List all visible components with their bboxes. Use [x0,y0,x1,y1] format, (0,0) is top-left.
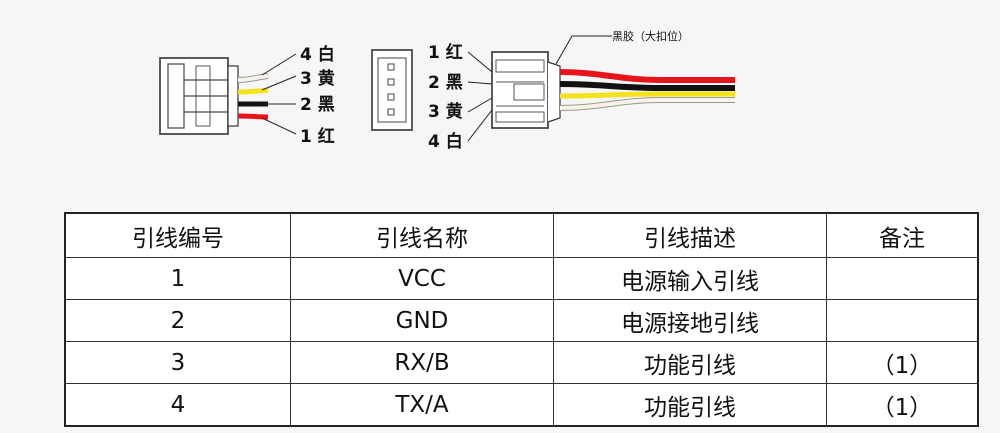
front-view-connector [371,49,413,131]
right-pin-label-2: 2 黑 [428,73,463,93]
cell-remarks: （1） [826,341,979,384]
cell-pin-description: 功能引线 [553,341,827,384]
table-row: 4 TX/A 功能引线 （1） [64,383,979,427]
cell-remarks: （1） [826,383,979,427]
left-pin-label-1: 1 红 [300,126,335,147]
cell-pin-name: TX/A [290,383,554,427]
header-pin-number: 引线编号 [64,212,291,258]
table-header-row: 引线编号 引线名称 引线描述 备注 [64,212,979,258]
left-pin-label-4: 4 白 [300,44,335,65]
header-pin-name: 引线名称 [290,212,554,258]
cell-pin-description: 电源接地引线 [553,299,827,342]
table-row: 1 VCC 电源输入引线 [64,257,979,300]
right-wire-yellow [559,91,735,99]
cell-remarks [826,299,979,342]
header-pin-description: 引线描述 [553,212,827,258]
cell-pin-number: 1 [64,257,291,300]
right-pin-labels: 1 红 2 黑 3 黄 4 白 [428,42,463,152]
left-pin-labels: 4 白 3 黄 2 黑 1 红 [300,44,335,147]
left-wire-yellow [237,87,269,95]
cell-pin-number: 3 [64,341,291,384]
left-wire-red [237,113,269,120]
right-wires [559,69,735,111]
connector-wiring-diagram: 4 白 3 黄 2 黑 1 红 1 红 2 黑 3 黄 4 白 [159,29,735,152]
table-row: 3 RX/B 功能引线 （1） [64,341,979,384]
cell-pin-description: 电源输入引线 [553,257,827,300]
left-connector [159,57,239,135]
connector-annotation: 黑胶（大扣位） [612,29,689,43]
right-wire-red [559,69,735,83]
right-pin-label-4: 4 白 [428,131,463,152]
right-pin-label-1: 1 红 [428,42,463,63]
pin-definition-table: 引线编号 引线名称 引线描述 备注 1 VCC 电源输入引线 2 GND 电源接… [64,212,979,427]
cell-remarks [826,257,979,300]
cell-pin-number: 4 [64,383,291,427]
cell-pin-description: 功能引线 [553,383,827,427]
table-row: 2 GND 电源接地引线 [64,299,979,342]
right-connector [491,51,561,129]
right-pin-label-3: 3 黄 [428,101,463,122]
right-wire-black [559,81,735,91]
cell-pin-name: VCC [290,257,554,300]
left-pin-label-2: 2 黑 [300,95,335,115]
header-remarks: 备注 [826,212,979,258]
cell-pin-name: RX/B [290,341,554,384]
right-wire-white [559,98,735,110]
left-wires [237,73,269,120]
left-pin-label-3: 3 黄 [300,68,335,89]
cell-pin-number: 2 [64,299,291,342]
cell-pin-name: GND [290,299,554,342]
